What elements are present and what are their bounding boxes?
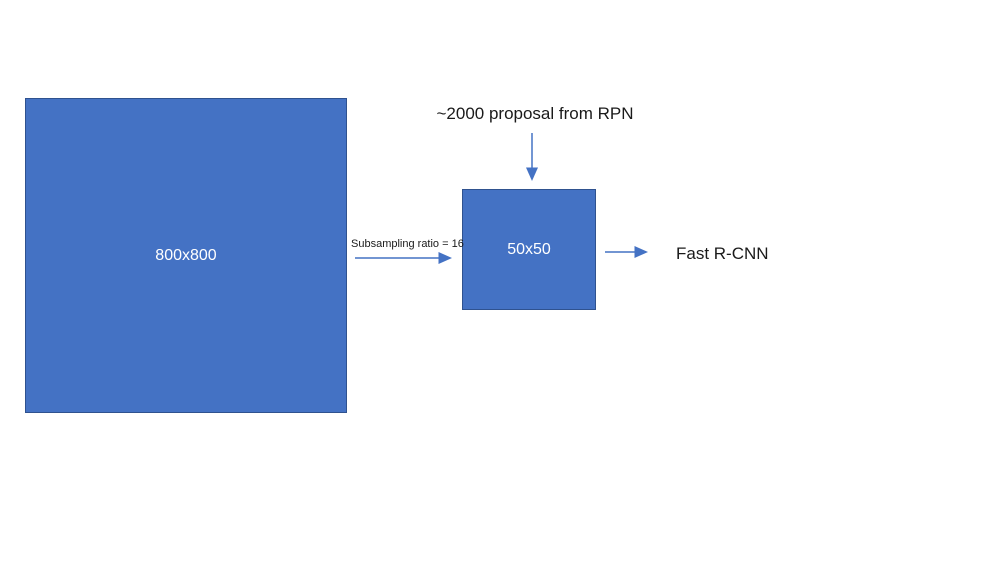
input-image-box: 800x800 xyxy=(25,98,347,413)
fast-rcnn-label: Fast R-CNN xyxy=(676,244,769,263)
feature-map-box: 50x50 xyxy=(462,189,596,310)
rpn-proposals-label: ~2000 proposal from RPN xyxy=(436,104,634,123)
feature-map-box-label: 50x50 xyxy=(507,240,551,258)
subsampling-ratio-label: Subsampling ratio = 16 xyxy=(351,238,464,250)
input-image-box-label: 800x800 xyxy=(155,246,217,264)
